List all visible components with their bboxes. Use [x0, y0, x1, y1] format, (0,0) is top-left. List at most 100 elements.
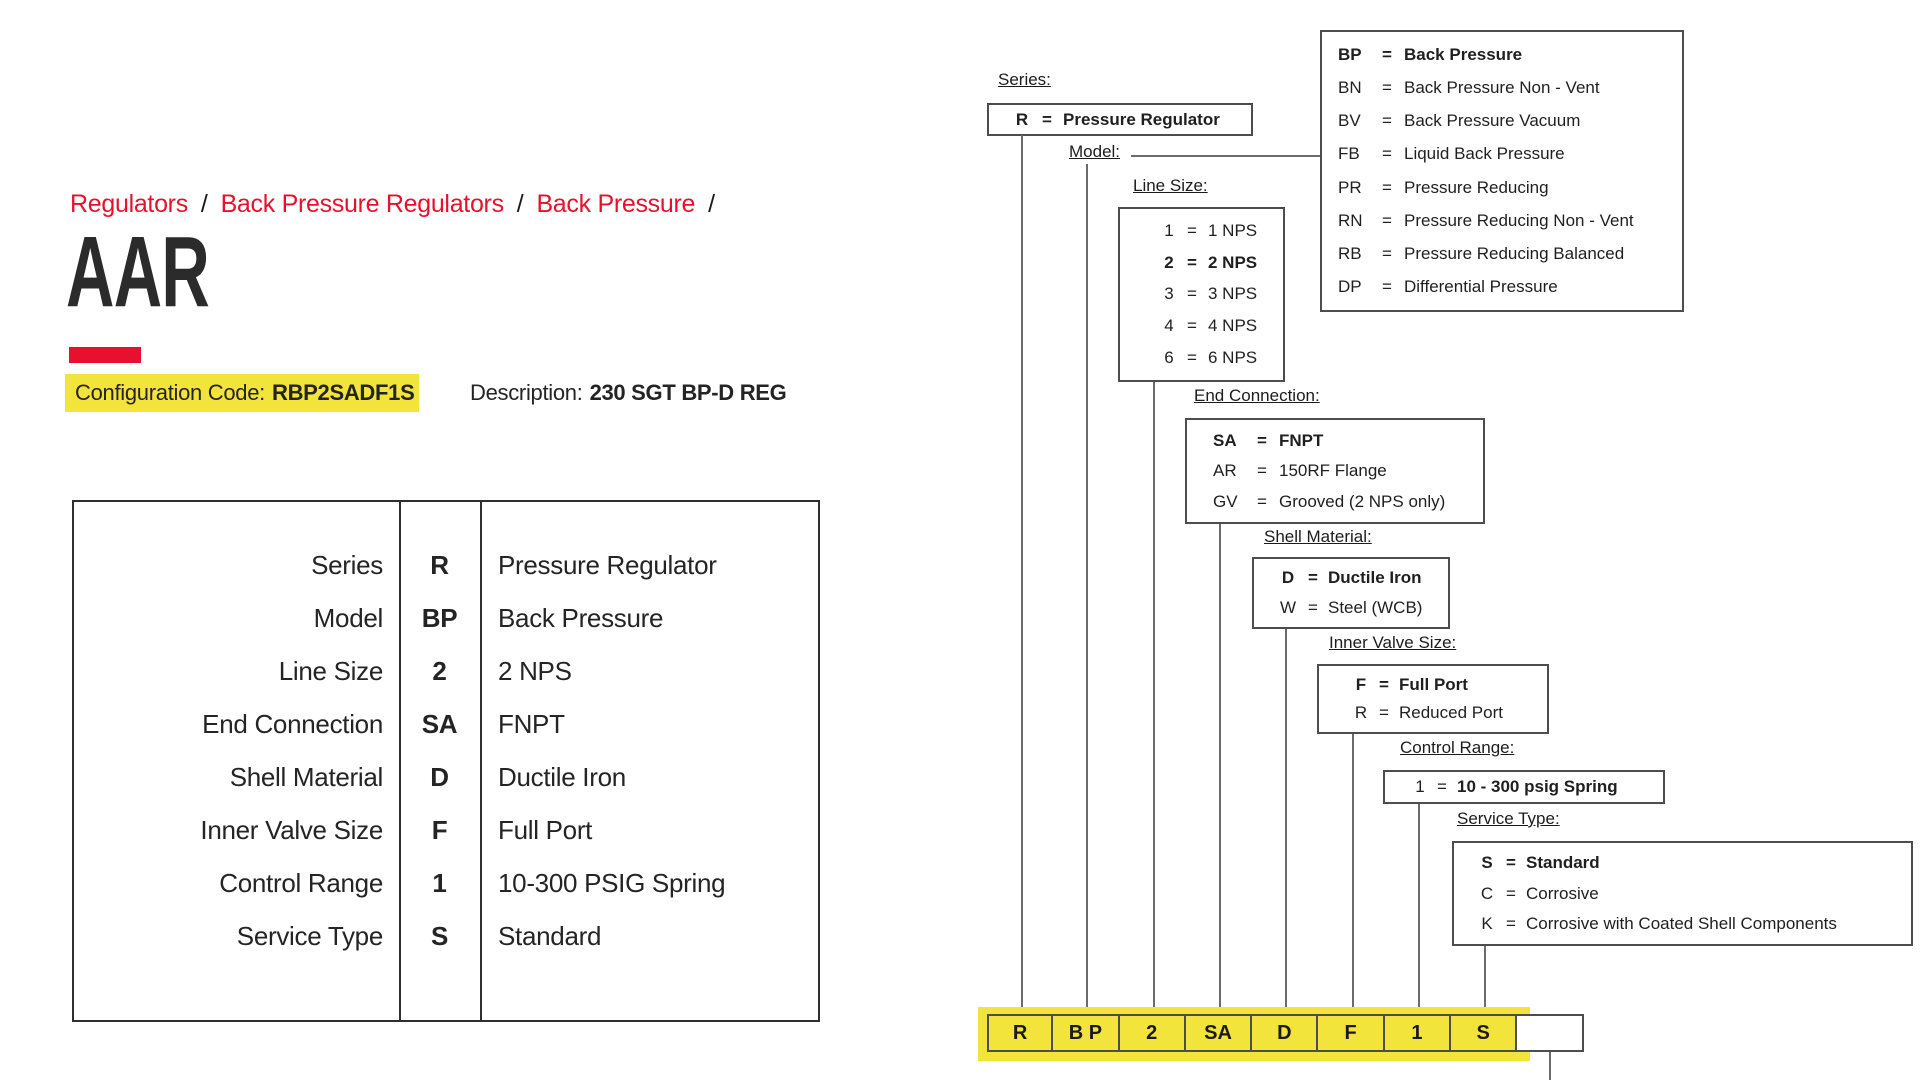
series-label: Series:	[998, 70, 1051, 89]
equals-sign: =	[1308, 597, 1318, 617]
option-row: 3 = 3 NPS	[1162, 284, 1283, 304]
code-cell-end-connection: SA	[1185, 1014, 1253, 1052]
bottom-connector-line	[1549, 1052, 1551, 1080]
option-value: Grooved (2 NPS only)	[1279, 491, 1446, 511]
equals-sign: =	[1257, 491, 1267, 511]
equals-sign: =	[1506, 883, 1516, 903]
option-code: 2	[1164, 252, 1174, 272]
equals-sign: =	[1506, 913, 1516, 933]
option-code: 1	[1164, 220, 1174, 240]
code-cell-model: B P	[1053, 1014, 1120, 1052]
option-code: R	[1015, 109, 1029, 129]
equals-sign: =	[1382, 177, 1392, 197]
breadcrumb-separator: /	[516, 190, 524, 218]
equals-sign: =	[1382, 210, 1392, 230]
table-row: Inner Valve Size F Full Port	[74, 804, 818, 857]
row-value: 10-300 PSIG Spring	[498, 868, 726, 898]
series-options-box: R = Pressure Regulator	[987, 103, 1253, 136]
row-label: End Connection	[202, 709, 383, 739]
equals-sign: =	[1379, 674, 1389, 694]
option-value: Pressure Reducing	[1404, 177, 1549, 197]
option-value: Corrosive	[1526, 883, 1599, 903]
breadcrumb-separator: /	[200, 190, 208, 218]
page-title: AAR	[66, 216, 210, 328]
equals-sign: =	[1437, 777, 1447, 796]
option-row: 6 = 6 NPS	[1162, 348, 1283, 368]
option-row: F = Full Port	[1353, 675, 1547, 695]
option-row: FB = Liquid Back Pressure	[1338, 144, 1682, 164]
shell-material-options-box: D = Ductile Iron W = Steel (WCB)	[1252, 557, 1450, 629]
service-type-options-box: S = Standard C = Corrosive K = Corrosive…	[1452, 841, 1913, 946]
code-cell-shell-material: D	[1252, 1014, 1319, 1052]
option-value: Full Port	[1399, 674, 1468, 694]
configuration-code-badge: Configuration Code: RBP2SADF1S	[65, 374, 419, 412]
equals-sign: =	[1382, 243, 1392, 263]
option-value: Back Pressure Non - Vent	[1404, 78, 1600, 98]
option-value: Pressure Reducing Balanced	[1404, 243, 1625, 263]
option-row: D = Ductile Iron	[1278, 568, 1448, 588]
equals-sign: =	[1382, 111, 1392, 131]
option-code: AR	[1213, 461, 1237, 480]
option-row: R = Pressure Regulator	[1013, 110, 1251, 130]
option-code: FB	[1338, 144, 1360, 164]
option-value: 6 NPS	[1208, 348, 1258, 368]
end-connection-options-box: SA = FNPT AR = 150RF Flange GV = Grooved…	[1185, 418, 1485, 524]
option-code: 6	[1164, 348, 1174, 368]
row-label: Inner Valve Size	[200, 815, 383, 845]
option-code: S	[1481, 853, 1493, 873]
code-cell-service-type: S	[1451, 1014, 1518, 1052]
option-row: W = Steel (WCB)	[1278, 598, 1448, 618]
row-value: Standard	[498, 921, 602, 951]
option-code: F	[1355, 674, 1367, 694]
option-code: GV	[1213, 491, 1238, 511]
option-value: Pressure Reducing Non - Vent	[1404, 210, 1634, 230]
option-value: 10 - 300 psig Spring	[1457, 777, 1618, 796]
row-code: 1	[432, 868, 447, 898]
equals-sign: =	[1187, 220, 1197, 240]
row-label: Series	[311, 550, 383, 580]
breadcrumb-separator: /	[708, 190, 715, 218]
table-row: Series R Pressure Regulator	[74, 539, 818, 592]
option-row: C = Corrosive	[1478, 884, 1911, 904]
option-value: Steel (WCB)	[1328, 597, 1423, 617]
equals-sign: =	[1187, 284, 1197, 304]
line-size-label: Line Size:	[1133, 176, 1208, 195]
option-value: Back Pressure	[1404, 45, 1523, 65]
option-value: Ductile Iron	[1328, 568, 1422, 588]
breadcrumb-item-back-pressure-regulators[interactable]: Back Pressure Regulators	[220, 190, 505, 218]
control-range-label: Control Range:	[1400, 738, 1515, 757]
option-value: 150RF Flange	[1279, 461, 1387, 480]
row-code: 2	[432, 656, 447, 686]
row-label: Service Type	[236, 921, 384, 951]
breadcrumb-item-back-pressure[interactable]: Back Pressure	[536, 190, 696, 218]
configuration-code-label: Configuration Code:	[75, 380, 265, 405]
equals-sign: =	[1042, 109, 1052, 129]
row-label: Shell Material	[229, 762, 384, 792]
model-connector-line	[1131, 155, 1320, 157]
code-cell-line-size: 2	[1119, 1014, 1186, 1052]
service-type-connector-line	[1484, 946, 1486, 1014]
row-label: Control Range	[219, 868, 383, 898]
option-value: 4 NPS	[1208, 316, 1258, 336]
option-row: DP = Differential Pressure	[1338, 277, 1682, 297]
inner-valve-size-options-box: F = Full Port R = Reduced Port	[1317, 664, 1549, 734]
equals-sign: =	[1382, 144, 1392, 164]
description-value: 230 SGT BP-D REG	[589, 380, 787, 405]
table-row: Control Range 1 10-300 PSIG Spring	[74, 857, 818, 910]
model-options-box: BP = Back Pressure BN = Back Pressure No…	[1320, 30, 1684, 312]
option-row: GV = Grooved (2 NPS only)	[1213, 492, 1483, 512]
series-connector-line	[1021, 135, 1023, 1014]
option-code: 3	[1164, 284, 1174, 304]
option-code: R	[1354, 703, 1368, 723]
line-size-options-box: 1 = 1 NPS 2 = 2 NPS 3 = 3 NPS 4 = 4 NPS …	[1118, 207, 1285, 382]
option-row: SA = FNPT	[1213, 431, 1483, 451]
table-row: Model BP Back Pressure	[74, 592, 818, 645]
option-code: BN	[1338, 78, 1362, 98]
breadcrumb-item-regulators[interactable]: Regulators	[70, 190, 188, 218]
option-row: R = Reduced Port	[1353, 703, 1547, 723]
inner-valve-size-label: Inner Valve Size:	[1329, 633, 1457, 652]
configuration-summary-table: Series R Pressure Regulator Model BP Bac…	[72, 500, 820, 1022]
option-code: BP	[1338, 45, 1362, 65]
table-row: Service Type S Standard	[74, 910, 818, 963]
